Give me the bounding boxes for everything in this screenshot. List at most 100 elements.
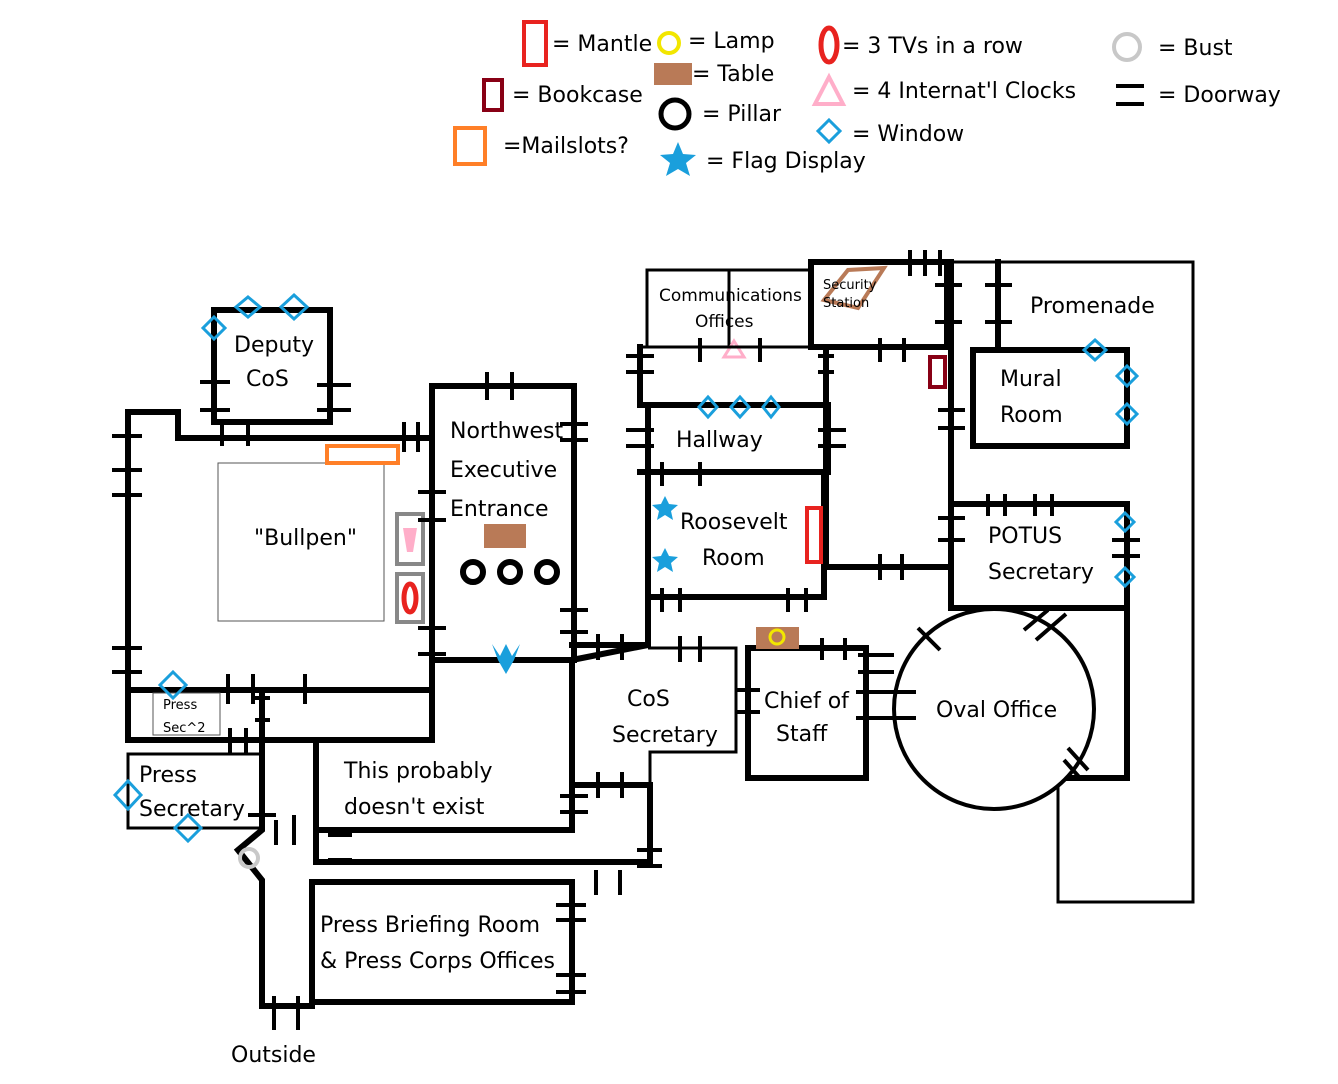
mailslots-marker — [325, 444, 400, 465]
press-secretary-label-1: Press — [139, 763, 197, 788]
table-icon — [654, 63, 692, 85]
window-marker — [157, 669, 189, 701]
chief-of-staff-room — [745, 645, 869, 781]
cos-sec-label-1: CoS — [627, 687, 670, 712]
clocks-marker-2 — [721, 338, 747, 359]
press-sec2-label-2: Sec^2 — [163, 721, 206, 736]
legend-lamp: = Lamp — [688, 29, 775, 54]
table-marker-2 — [756, 627, 799, 649]
deputy-cos-room — [211, 307, 333, 425]
bullpen-room — [125, 409, 435, 693]
clocks-marker — [403, 528, 417, 552]
pillar-icon — [658, 97, 692, 131]
potus-label-1: POTUS — [988, 524, 1062, 549]
legend-pillar: = Pillar — [702, 102, 782, 127]
nw-label-3: Entrance — [450, 497, 549, 522]
lamp-marker — [768, 628, 786, 646]
mailslots-icon — [453, 126, 487, 166]
oval-office — [892, 607, 1096, 811]
pillar-marker — [460, 559, 486, 585]
mantle-marker — [805, 506, 823, 564]
legend-clocks: = 4 Internat'l Clocks — [852, 79, 1076, 104]
window-marker — [728, 394, 752, 420]
legend-flag: = Flag Display — [706, 149, 866, 174]
tv-box — [395, 572, 425, 624]
window-marker — [172, 812, 204, 844]
deputy-cos-label-2: CoS — [246, 367, 289, 392]
extra-room-label-1: This probably — [343, 759, 492, 784]
window-marker — [761, 394, 781, 420]
window-marker — [1113, 565, 1137, 589]
potus-label-2: Secretary — [988, 560, 1094, 585]
nw-label-1: Northwest — [450, 419, 564, 444]
tvs-marker — [401, 581, 419, 615]
window-marker — [1114, 401, 1140, 427]
promenade-label: Promenade — [1030, 294, 1155, 319]
windows — [112, 292, 1140, 844]
table-marker — [484, 524, 526, 548]
extra-room-label-2: doesn't exist — [344, 795, 485, 820]
potus-secretary-room — [948, 501, 1130, 611]
pillar-marker — [534, 559, 560, 585]
flags — [492, 496, 678, 674]
comms-label-1: Communications — [659, 286, 802, 306]
press-sec2-label-1: Press — [163, 698, 197, 713]
chief-label-2: Staff — [776, 722, 828, 747]
tvs-icon — [818, 25, 840, 65]
hallway-label: Hallway — [676, 428, 763, 453]
clock-box — [395, 512, 425, 566]
bust-icon — [1112, 32, 1142, 62]
legend-window: = Window — [852, 122, 964, 147]
flag-marker — [652, 548, 678, 572]
lamp-icon — [657, 31, 681, 55]
window-marker — [696, 394, 720, 420]
legend-mantle: = Mantle — [552, 32, 652, 57]
window-marker — [278, 292, 310, 322]
mural-label-2: Room — [1000, 403, 1063, 428]
security-desk — [820, 265, 888, 311]
mural-room — [970, 347, 1130, 449]
legend: = Mantle = Lamp = 3 TVs in a row = Bust … — [453, 20, 1281, 176]
cos-sec-label-2: Secretary — [612, 723, 718, 748]
extra-room-connector — [313, 687, 435, 743]
cos-secretary-room — [570, 646, 738, 787]
roosevelt-label-1: Roosevelt — [680, 510, 788, 535]
bullpen-label: "Bullpen" — [254, 526, 357, 551]
outside-label: Outside — [231, 1043, 316, 1068]
mural-label-1: Mural — [1000, 367, 1062, 392]
comms-label-2: Offices — [695, 312, 754, 332]
legend-mailslots: =Mailslots? — [503, 134, 629, 159]
doorways — [112, 250, 1140, 1030]
mantle-icon — [522, 20, 548, 67]
briefing-label-1: Press Briefing Room — [320, 913, 540, 938]
flag-icon — [660, 142, 696, 176]
window-marker — [200, 314, 228, 342]
legend-doorway: = Doorway — [1158, 83, 1281, 108]
press-sec2-inner — [152, 692, 221, 736]
nw-label-2: Executive — [450, 458, 557, 483]
roosevelt-label-2: Room — [702, 546, 765, 571]
security-label-1: Security — [823, 278, 877, 293]
press-corridor — [233, 737, 575, 1009]
legend-bookcase: = Bookcase — [512, 83, 643, 108]
legend-tvs: = 3 TVs in a row — [842, 34, 1023, 59]
bullpen-inner — [217, 462, 385, 622]
bust-marker — [238, 847, 260, 869]
window-marker — [1081, 337, 1109, 363]
window-icon — [815, 117, 843, 145]
window-marker — [112, 778, 144, 812]
window-marker — [1114, 363, 1140, 389]
flag-marker — [652, 496, 678, 520]
chief-label-1: Chief of — [764, 689, 850, 714]
clocks-icon — [811, 72, 847, 106]
oval-label: Oval Office — [936, 698, 1057, 723]
briefing-label-2: & Press Corps Offices — [320, 949, 555, 974]
east-section: Communications Offices Security Station … — [568, 259, 1195, 904]
bookcase-marker — [928, 355, 947, 389]
deputy-cos-label-1: Deputy — [234, 333, 314, 358]
legend-bust: = Bust — [1158, 36, 1233, 61]
flag-marker — [492, 644, 520, 674]
promenade-outline — [640, 260, 1195, 904]
window-marker — [1113, 510, 1137, 534]
